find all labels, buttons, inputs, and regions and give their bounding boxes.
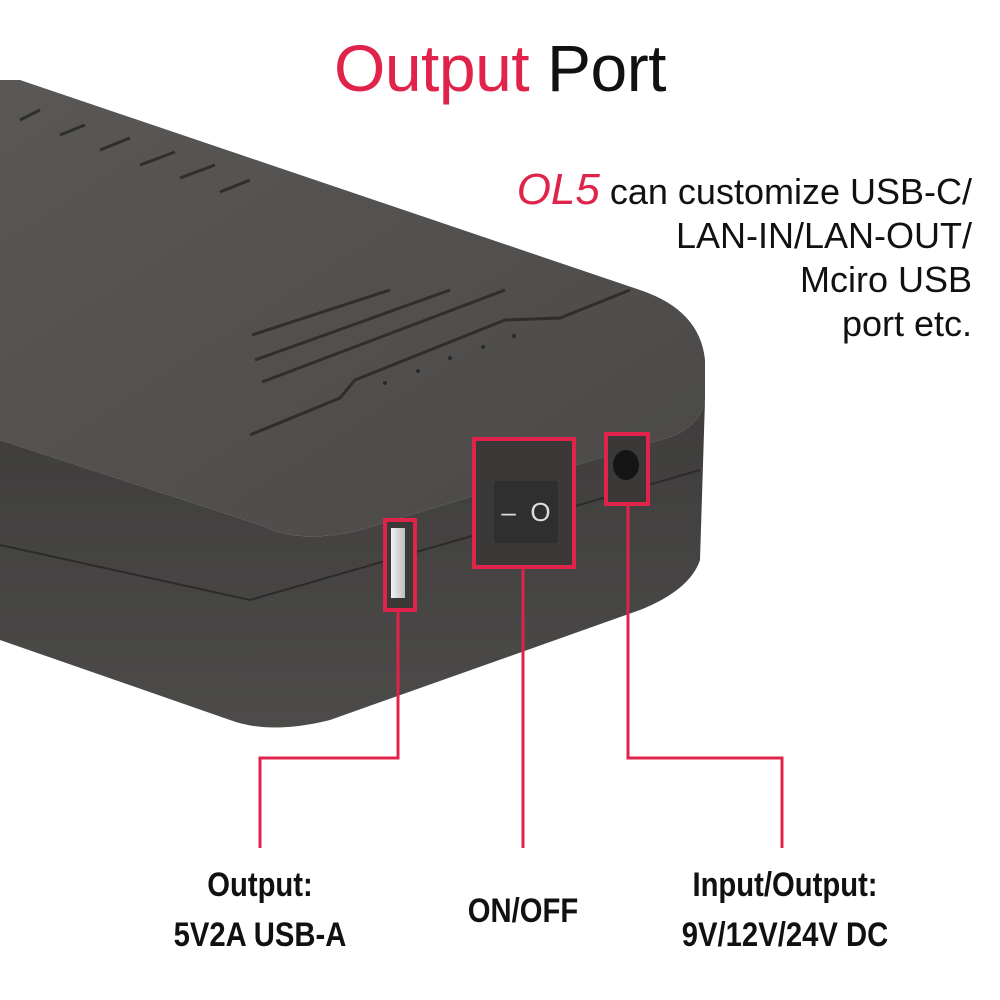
page-title: Output Port xyxy=(0,28,1000,108)
on-symbol-icon: O xyxy=(530,496,551,527)
note-line-4: port etc. xyxy=(841,303,972,344)
dc-jack-label-line2: 9V/12V/24V DC xyxy=(681,916,889,954)
dc-jack-label-line1: Input/Output: xyxy=(692,866,878,904)
power-switch[interactable]: – O xyxy=(472,437,576,569)
customization-note: OL5 can customize USB-C/ LAN-IN/LAN-OUT/… xyxy=(517,168,972,346)
usb-a-label-line1: Output: xyxy=(207,866,313,904)
note-line-3: Mciro USB xyxy=(799,259,972,300)
model-name: OL5 xyxy=(516,165,600,214)
title-rest: Port xyxy=(546,31,667,105)
note-line-2: LAN-IN/LAN-OUT/ xyxy=(675,215,972,256)
switch-rocker[interactable]: – O xyxy=(494,481,558,543)
power-switch-label-line1: ON/OFF xyxy=(467,892,579,930)
dc-jack-label: Input/Output: 9V/12V/24V DC xyxy=(643,860,927,960)
note-line-1: can customize USB-C/ xyxy=(609,171,972,212)
usb-a-label: Output: 5V2A USB-A xyxy=(131,860,389,960)
power-switch-label: ON/OFF xyxy=(437,886,609,936)
title-highlight: Output xyxy=(333,31,530,105)
usb-a-port[interactable] xyxy=(383,518,417,612)
off-symbol-icon: – xyxy=(501,496,516,527)
dc-jack-hole xyxy=(613,450,639,480)
usb-port-slot xyxy=(391,528,405,598)
usb-a-label-line2: 5V2A USB-A xyxy=(173,916,347,954)
dc-jack-port[interactable] xyxy=(604,432,650,506)
